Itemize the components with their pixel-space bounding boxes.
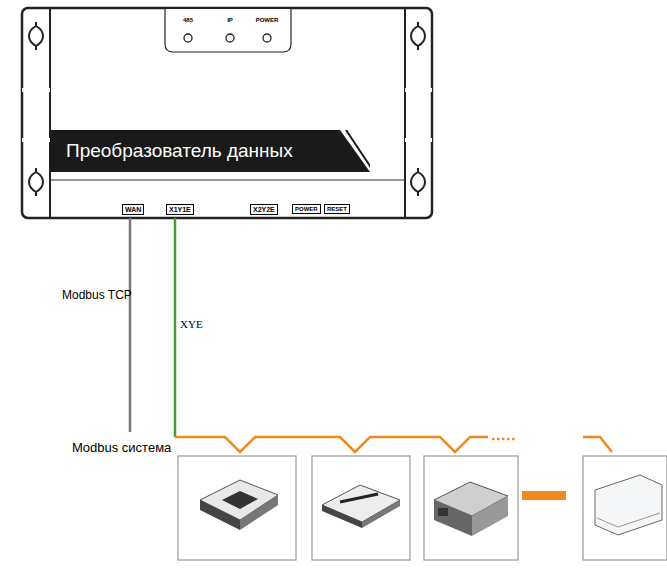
led-label: POWER [256,17,279,23]
led-panel [165,9,291,52]
tcp-wire [129,218,132,432]
band-underline [50,180,405,181]
xye-bus [175,437,488,452]
indoor-unit [178,456,296,560]
indoor-unit [312,456,410,560]
ear-edge [49,8,51,218]
port-label: X2Y2E [250,204,278,215]
port-label: X1Y1E [166,204,194,215]
indoor-unit [424,456,518,560]
led [226,34,234,42]
ear-gap [405,138,432,142]
led-label: IP [227,17,233,23]
port-label: WAN [122,204,144,215]
ear-gap [405,88,432,92]
wire-label: XYE [180,319,203,330]
ear-gap [22,138,50,142]
led-label: 485 [183,17,193,23]
band-text: Преобразователь данных [50,130,370,172]
ear-gap [22,88,50,92]
system-label: Modbus система [72,441,171,454]
converter-housing [22,8,432,218]
wire-label: Modbus TCP [62,289,132,301]
xye-bus [583,437,612,452]
adapter-box [522,491,566,500]
port-label: POWER [292,204,321,214]
led [184,34,192,42]
indoor-unit [583,456,667,560]
ear-edge [404,8,406,218]
title-band: Преобразователь данных [50,130,370,172]
bus-continuation [492,438,516,441]
port-label: RESET [324,204,350,214]
xye-wire [174,218,177,437]
led [263,34,271,42]
